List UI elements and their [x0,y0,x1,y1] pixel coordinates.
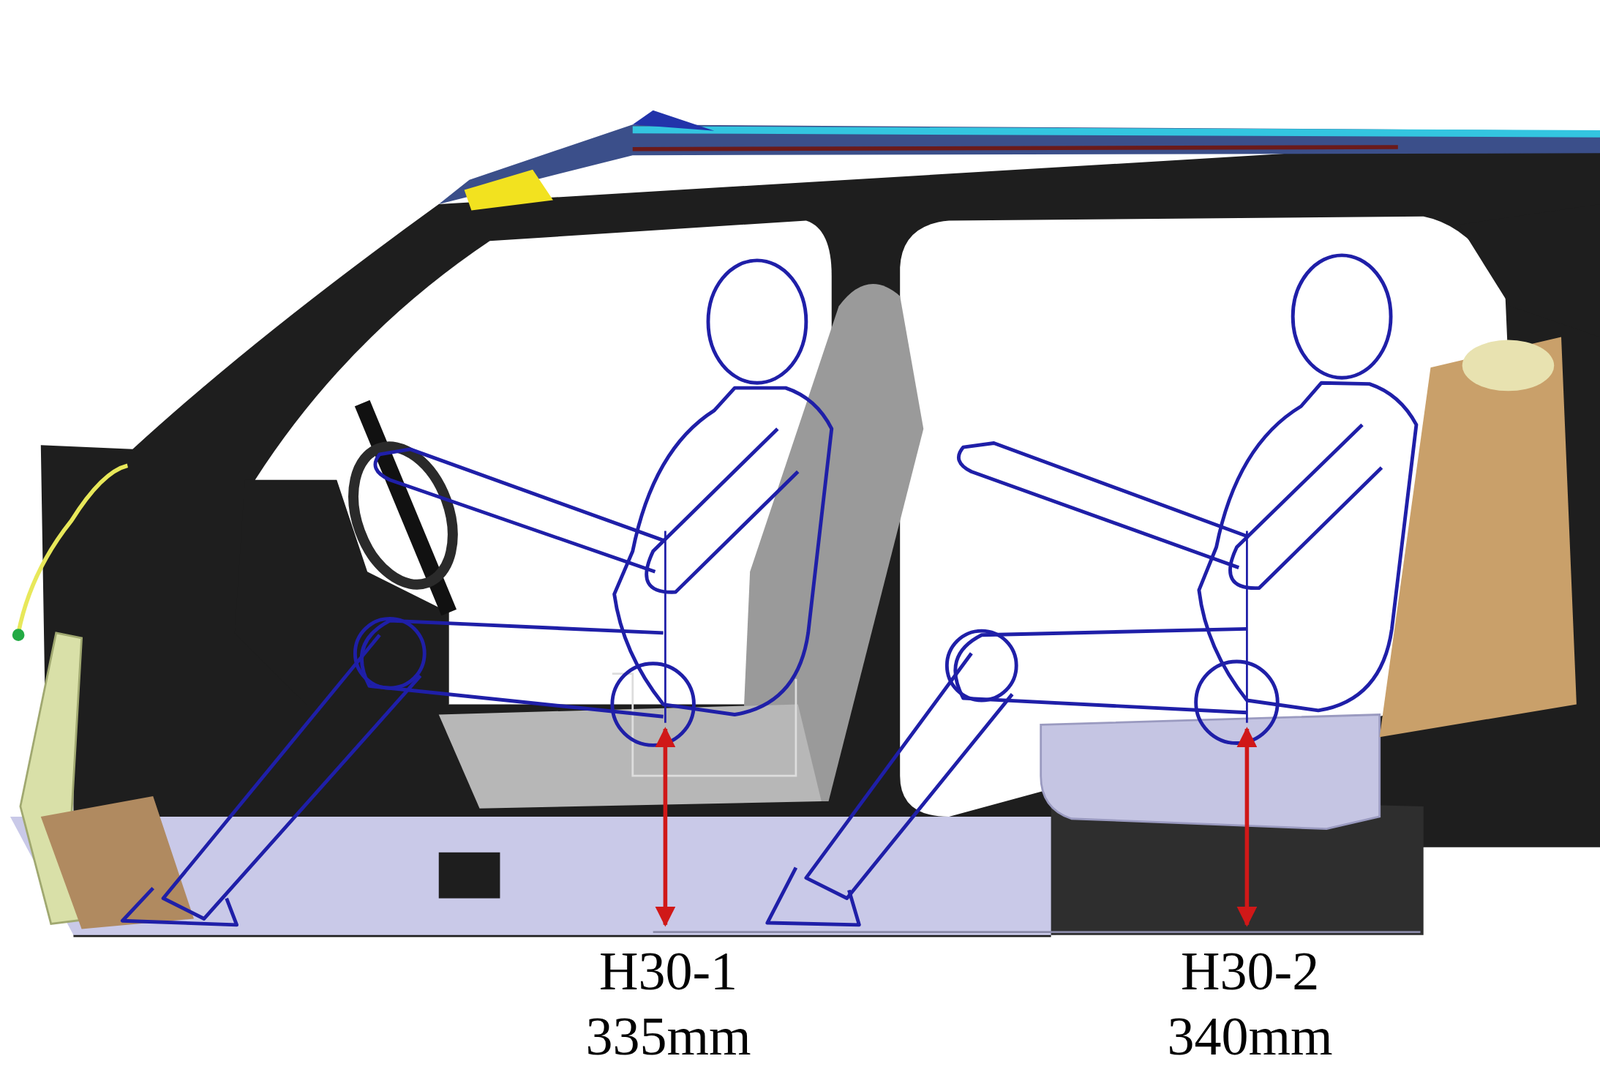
wire-end [12,628,25,641]
dimension-arrow [1245,728,1250,925]
front-seat-base [612,673,796,776]
roof-bracket [464,169,554,211]
front-seat-cushion [438,704,822,809]
dimension-label-box: H30-2 [1180,943,1320,1001]
c-pillar [1459,204,1600,337]
steering-wheel [335,432,472,598]
roof-liner [632,147,1399,150]
floor-tunnel [438,852,501,899]
dimension-label-box: 335mm [586,1008,752,1066]
dimension-label: H30-1 [599,943,738,1001]
roof-trim [632,110,715,131]
floor-reference-line [653,930,1421,933]
dimension-label-box: 340mm [1167,1008,1333,1066]
dimension-label: 340mm [1167,1008,1333,1066]
passenger-mannequin [767,255,1417,925]
rear-seat-back [1379,336,1577,737]
roof-panel [438,124,1600,205]
dimension-arrow [663,728,668,925]
roof-skin [632,129,1600,134]
dashboard [234,479,450,705]
front-wire [18,465,128,633]
driver-mannequin [122,260,832,925]
dimension-label: 335mm [586,1008,752,1066]
rear-headrest [1462,340,1555,392]
dimension-label-box: H30-1 [599,943,738,1001]
dimension-label: H30-2 [1180,943,1320,1001]
pedal-box [40,795,194,929]
